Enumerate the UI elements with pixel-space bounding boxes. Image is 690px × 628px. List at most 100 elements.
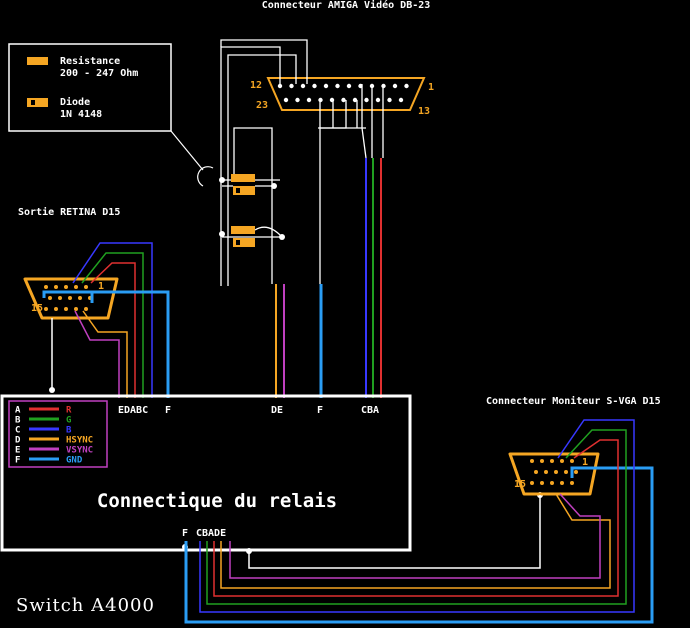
d15-pin <box>48 296 52 300</box>
db23-pin-12: 12 <box>250 80 262 91</box>
d15-pin <box>78 296 82 300</box>
db23-pin <box>398 97 404 103</box>
db23-pin <box>341 97 346 103</box>
component-legend: Resistance 200 - 247 Ohm Diode 1N 4148 <box>8 43 214 187</box>
db23-pin <box>346 83 352 89</box>
resistor-diode-pair-2 <box>231 226 283 247</box>
db23-pin <box>387 97 392 103</box>
d15-pin <box>64 307 68 311</box>
d15-pin <box>544 470 548 474</box>
svga-signal-lines <box>184 419 654 624</box>
relay-label-retina-f: F <box>165 405 171 416</box>
db23-pin <box>404 83 409 89</box>
d15-pin <box>550 481 554 485</box>
db23-connector-shell <box>266 77 426 111</box>
relay-box: Connectique du relais EDABC F DE F CBA F… <box>0 394 412 552</box>
signal-legend-name: GND <box>66 456 83 466</box>
db23-pin <box>289 83 294 89</box>
retina-d15-connector: 1 15 <box>23 277 119 320</box>
d15-pin <box>44 285 48 289</box>
relay-title: Connectique du relais <box>97 490 337 512</box>
d15-pin <box>570 481 574 485</box>
db23-pin <box>277 83 283 89</box>
resistor-value: 200 - 247 Ohm <box>60 68 138 79</box>
d15-pin <box>84 307 88 311</box>
relay-label-cba: CBA <box>361 405 379 416</box>
d15-pin <box>58 296 62 300</box>
svga-d15-connector: 1 15 <box>508 452 600 496</box>
db23-pin <box>295 97 300 103</box>
retina-signal-lines <box>42 242 170 398</box>
diode-symbol-icon <box>27 98 48 107</box>
d15-pin <box>550 459 554 463</box>
d15-pin <box>44 307 48 311</box>
d15-pin <box>534 470 538 474</box>
resistor-diode-pair-1 <box>222 174 274 195</box>
db23-pin <box>323 83 329 89</box>
db23-pin <box>283 97 289 103</box>
d15-pin <box>74 307 78 311</box>
d15-pin <box>530 481 534 485</box>
resistor-label: Resistance <box>60 55 120 67</box>
db23-pin-13: 13 <box>418 106 430 117</box>
svga-pin-1: 1 <box>582 457 588 468</box>
d15-pin <box>64 285 68 289</box>
relay-label-amiga-f: F <box>317 405 323 416</box>
signal-legend-name: HSYNC <box>66 436 93 446</box>
db23-pins <box>277 83 409 103</box>
signal-legend-letter: F <box>15 456 20 466</box>
svga-connector-shell <box>508 452 600 496</box>
signal-legend-frame <box>8 400 108 468</box>
diode-value: 1N 4148 <box>60 109 102 120</box>
d15-pin <box>554 470 558 474</box>
retina-pin-1: 1 <box>98 281 104 292</box>
d15-pin <box>84 285 88 289</box>
legend-pointer-line <box>170 130 214 187</box>
retina-connector-shell <box>23 277 119 320</box>
db23-pin <box>306 97 312 103</box>
component-legend-frame <box>8 43 172 132</box>
signal-legend-name: R <box>66 406 72 416</box>
db23-pin <box>300 83 306 89</box>
signal-legend-letter: A <box>15 406 21 416</box>
svga-pins <box>530 459 578 485</box>
d15-pin <box>68 296 72 300</box>
d15-pin <box>570 459 574 463</box>
signal-legend-letter: E <box>15 446 20 456</box>
db23-pin <box>364 97 369 103</box>
d15-pin <box>560 481 564 485</box>
resistor-symbol-icon <box>27 57 48 65</box>
d15-pin <box>564 470 568 474</box>
d15-pin <box>540 481 544 485</box>
retina-pins <box>44 285 92 311</box>
d15-pin <box>54 285 58 289</box>
signal-legend-name: B <box>66 426 72 436</box>
signal-legend-letter: C <box>15 426 20 436</box>
relay-label-bottom-f: F <box>182 528 188 539</box>
relay-label-cbade: CBADE <box>196 528 226 539</box>
db23-pin-1: 1 <box>428 82 434 93</box>
db23-pin <box>312 83 317 89</box>
signal-legend-letter: D <box>15 436 21 446</box>
db23-pin <box>375 97 381 103</box>
db23-pin <box>335 83 340 89</box>
amiga-upper-wiring <box>220 39 384 286</box>
d15-pin <box>530 459 534 463</box>
d15-pin <box>540 459 544 463</box>
d15-pin <box>574 470 578 474</box>
svga-connector-title: Connecteur Moniteur S-VGA D15 <box>486 395 661 407</box>
amiga-connector-title: Connecteur AMIGA Vidéo DB-23 <box>262 0 431 11</box>
signal-legend-name: VSYNC <box>66 446 93 456</box>
relay-box-frame <box>0 394 412 552</box>
db23-connector: 12 1 23 13 <box>250 77 434 117</box>
d15-pin <box>74 285 78 289</box>
db23-pin <box>392 83 398 89</box>
diode-label: Diode <box>60 96 90 108</box>
signal-legend-letter: B <box>15 416 21 426</box>
d15-pin <box>54 307 58 311</box>
switch-a4000-label: Switch A4000 <box>16 595 155 616</box>
relay-label-de: DE <box>271 405 283 416</box>
amiga-signal-lines <box>275 158 382 398</box>
